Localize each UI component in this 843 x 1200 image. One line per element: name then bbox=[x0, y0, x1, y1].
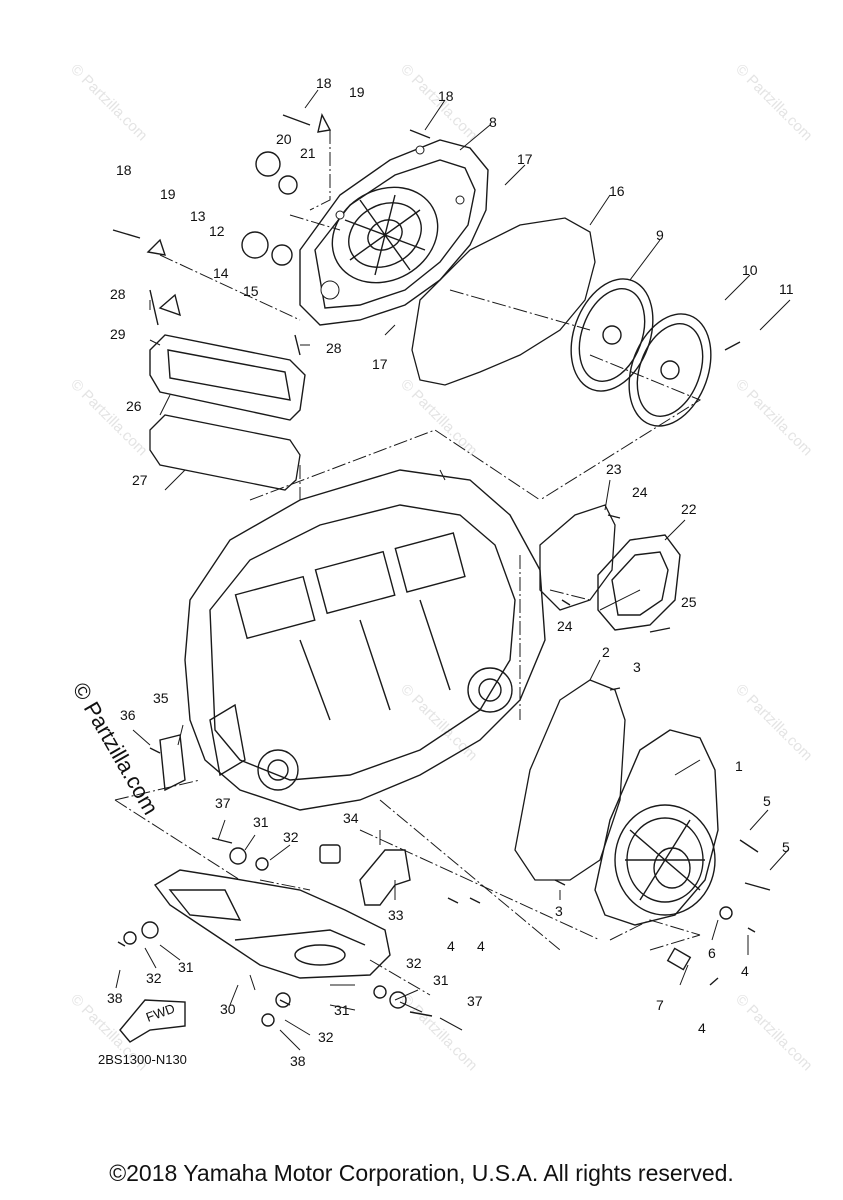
callout-38: 38 bbox=[290, 1053, 306, 1069]
callout-7: 7 bbox=[656, 997, 664, 1013]
callout-31: 31 bbox=[178, 959, 194, 975]
guard-bracket bbox=[359, 849, 411, 906]
watermark-tile: © Partzilla.com bbox=[732, 61, 815, 144]
callout-30: 30 bbox=[220, 1001, 236, 1017]
engine-guard bbox=[153, 869, 391, 979]
callout-18: 18 bbox=[316, 75, 332, 91]
callout-23: 23 bbox=[606, 461, 622, 477]
callout-29: 29 bbox=[110, 326, 126, 342]
callout-38: 38 bbox=[107, 990, 123, 1006]
callout-4: 4 bbox=[447, 938, 455, 954]
callout-19: 19 bbox=[160, 186, 176, 202]
callout-21: 21 bbox=[300, 145, 316, 161]
oil-pan-cover bbox=[149, 334, 306, 421]
callout-8: 8 bbox=[489, 114, 497, 130]
small-side-cover bbox=[597, 534, 681, 631]
oil-pan-gasket bbox=[149, 414, 301, 491]
watermark-tile: © Partzilla.com bbox=[67, 376, 150, 459]
fasteners bbox=[112, 113, 771, 1027]
callout-26: 26 bbox=[126, 398, 142, 414]
fwd-label: FWD bbox=[144, 1001, 177, 1025]
callout-35: 35 bbox=[153, 690, 169, 706]
generator-cover bbox=[594, 729, 719, 926]
clutch-cover bbox=[299, 139, 489, 326]
callout-12: 12 bbox=[209, 223, 225, 239]
callout-32: 32 bbox=[283, 829, 299, 845]
callout-25: 25 bbox=[681, 594, 697, 610]
watermark-tile: © Partzilla.com bbox=[732, 991, 815, 1074]
watermark-tile: © Partzilla.com bbox=[732, 681, 815, 764]
callout-3: 3 bbox=[555, 903, 563, 919]
callout-16: 16 bbox=[609, 183, 625, 199]
callouts: 18 19 18 8 20 21 17 16 18 19 13 12 9 10 … bbox=[107, 75, 794, 1069]
callout-17: 17 bbox=[517, 151, 533, 167]
clutch-plates bbox=[570, 278, 712, 427]
callout-34: 34 bbox=[343, 810, 359, 826]
callout-3: 3 bbox=[633, 659, 641, 675]
watermark-tile: © Partzilla.com bbox=[732, 376, 815, 459]
callout-4: 4 bbox=[477, 938, 485, 954]
callout-9: 9 bbox=[656, 227, 664, 243]
callout-18: 18 bbox=[438, 88, 454, 104]
callout-32: 32 bbox=[146, 970, 162, 986]
callout-5: 5 bbox=[763, 793, 771, 809]
assembly-lines bbox=[114, 130, 702, 996]
callout-36: 36 bbox=[120, 707, 136, 723]
callout-14: 14 bbox=[213, 265, 229, 281]
sensor bbox=[319, 844, 341, 864]
side-bracket bbox=[159, 734, 186, 792]
callout-4: 4 bbox=[698, 1020, 706, 1036]
fwd-arrow: FWD bbox=[119, 999, 186, 1043]
callout-15: 15 bbox=[243, 283, 259, 299]
callout-37: 37 bbox=[215, 795, 231, 811]
callout-32: 32 bbox=[406, 955, 422, 971]
callout-28: 28 bbox=[110, 286, 126, 302]
callout-20: 20 bbox=[276, 131, 292, 147]
clutch-cover-gasket bbox=[411, 217, 596, 386]
callout-10: 10 bbox=[742, 262, 758, 278]
callout-28: 28 bbox=[326, 340, 342, 356]
callout-27: 27 bbox=[132, 472, 148, 488]
callout-24: 24 bbox=[557, 618, 573, 634]
callout-18: 18 bbox=[116, 162, 132, 178]
watermark-tiles: © Partzilla.com © Partzilla.com © Partzi… bbox=[67, 61, 815, 1074]
callout-22: 22 bbox=[681, 501, 697, 517]
crankcase bbox=[184, 469, 546, 811]
callout-37: 37 bbox=[467, 993, 483, 1009]
callout-17: 17 bbox=[372, 356, 388, 372]
callout-19: 19 bbox=[349, 84, 365, 100]
callout-32: 32 bbox=[318, 1029, 334, 1045]
diagram-code: 2BS1300-N130 bbox=[98, 1052, 187, 1067]
callout-31: 31 bbox=[334, 1002, 350, 1018]
callout-11: 11 bbox=[779, 281, 794, 297]
generator-cover-gasket bbox=[514, 679, 626, 881]
callout-6: 6 bbox=[708, 945, 716, 961]
partzilla-watermark: © Partzilla.com bbox=[68, 678, 164, 819]
callout-24: 24 bbox=[632, 484, 648, 500]
watermark-tile: © Partzilla.com bbox=[67, 61, 150, 144]
callout-4: 4 bbox=[741, 963, 749, 979]
callout-2: 2 bbox=[602, 644, 610, 660]
callout-31: 31 bbox=[433, 972, 449, 988]
callout-5: 5 bbox=[782, 839, 790, 855]
cover-gasket-small bbox=[539, 504, 616, 611]
leader-lines bbox=[115, 89, 791, 1051]
callout-33: 33 bbox=[388, 907, 404, 923]
callout-13: 13 bbox=[190, 208, 206, 224]
callout-1: 1 bbox=[735, 758, 743, 774]
callout-31: 31 bbox=[253, 814, 269, 830]
copyright-notice: ©2018 Yamaha Motor Corporation, U.S.A. A… bbox=[109, 1160, 734, 1186]
watermark-tile: © Partzilla.com bbox=[397, 376, 480, 459]
